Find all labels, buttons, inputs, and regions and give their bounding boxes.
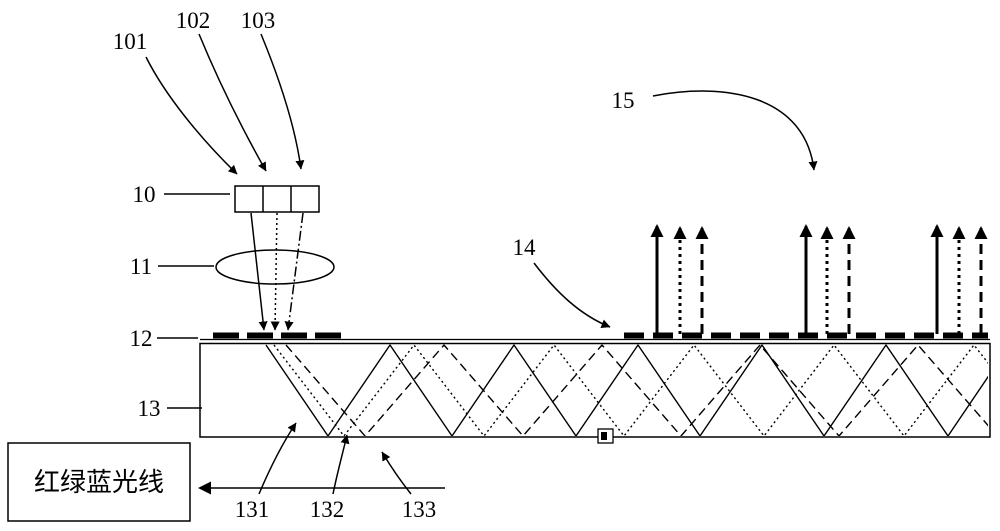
ref-label-12: 12	[130, 326, 153, 351]
arrow-133-to-ray	[381, 451, 412, 495]
out-coupled-beams-cluster-3	[930, 224, 988, 334]
source-box-outline	[234, 185, 320, 213]
tir-ray-solid	[265, 344, 988, 436]
ref-label-15: 15	[612, 88, 635, 113]
ref-label-101: 101	[113, 29, 148, 54]
ref-label-131: 131	[235, 497, 270, 522]
ref-label-14: 14	[513, 235, 537, 260]
collimating-lens	[215, 249, 335, 285]
leader-lines	[157, 193, 230, 409]
arrow-101-to-source	[145, 56, 238, 175]
reference-labels: 101 102 103 10 11 12 13 14 15 131 132 13…	[113, 8, 635, 522]
ref-label-102: 102	[176, 8, 211, 33]
arrow-15-to-beams	[652, 90, 818, 171]
rgb-light-label: 红绿蓝光线	[34, 467, 164, 497]
ray-pointer-arrows	[258, 422, 412, 495]
out-coupled-beams-cluster-1	[650, 224, 709, 334]
ref-label-13: 13	[138, 396, 161, 421]
rgb-legend: 红绿蓝光线	[7, 442, 445, 522]
ref-label-10: 10	[133, 182, 156, 207]
tir-rays	[265, 344, 988, 436]
ref-label-103: 103	[241, 8, 276, 33]
arrow-132-to-ray	[332, 434, 350, 495]
ref-label-132: 132	[310, 497, 345, 522]
ref-label-11: 11	[130, 254, 152, 279]
arrow-14-to-grating	[533, 262, 611, 329]
small-mark-fill	[601, 432, 607, 440]
input-beam-dotted	[270, 212, 280, 331]
arrow-102-to-source	[198, 33, 267, 172]
waveguide-body	[199, 342, 991, 438]
source-pointer-arrows	[145, 33, 305, 175]
tir-ray-dotted	[273, 344, 988, 436]
tir-ray-dashed	[285, 344, 988, 436]
ref-label-133: 133	[402, 497, 437, 522]
input-beam-solid	[250, 212, 268, 331]
small-figure-mark	[597, 428, 614, 444]
arrow-103-to-source	[260, 33, 305, 170]
light-source-box	[234, 185, 320, 213]
arrow-131-to-ray	[258, 422, 297, 495]
grating-layer	[200, 332, 990, 341]
rgb-legend-box	[7, 442, 191, 522]
input-beams	[250, 212, 304, 331]
input-beam-dashdot	[284, 212, 304, 331]
out-coupled-beams-cluster-2	[799, 224, 856, 334]
